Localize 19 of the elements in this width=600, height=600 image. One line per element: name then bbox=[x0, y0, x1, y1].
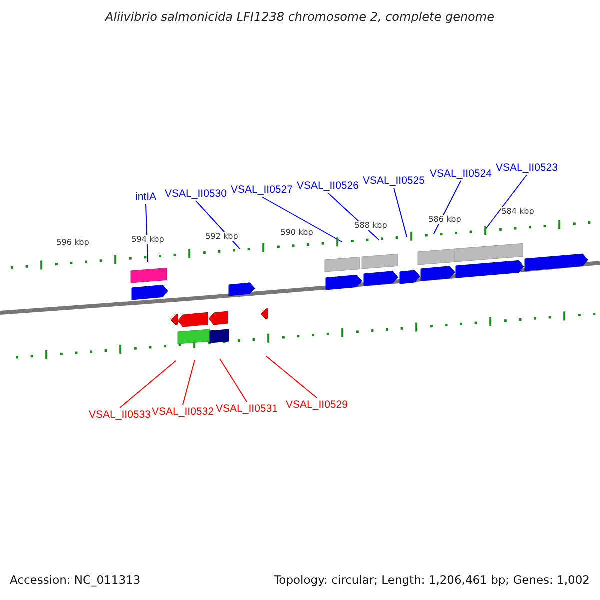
footer-text: Accession: NC_011313 bbox=[10, 575, 141, 586]
leader-line bbox=[266, 356, 318, 398]
scale-label: 584 kbp bbox=[500, 207, 536, 216]
scale-label: 588 kbp bbox=[354, 221, 388, 230]
scale-label: 594 kbp bbox=[130, 235, 166, 244]
scale-label: 590 kbp bbox=[280, 228, 314, 237]
title: Aliivibrio salmonicida LFI1238 chromosome 2, complete genome bbox=[104, 11, 496, 23]
scale-label: 596 kbp bbox=[56, 238, 90, 247]
leader-line bbox=[120, 360, 176, 408]
gene-label: VSAL_II0529 bbox=[277, 400, 357, 410]
leader-line bbox=[262, 196, 342, 242]
leader-line bbox=[394, 188, 408, 238]
scale-label: 586 kbp bbox=[428, 215, 462, 224]
scale-label: 592 kbp bbox=[204, 232, 240, 241]
leader-line bbox=[486, 174, 528, 230]
footer-text: Topology: circular; Length: 1,206,461 bp; Genes: 1,002 bbox=[274, 575, 590, 586]
leader-line bbox=[220, 358, 248, 402]
leader-line bbox=[146, 204, 148, 262]
leader-line bbox=[182, 360, 196, 406]
